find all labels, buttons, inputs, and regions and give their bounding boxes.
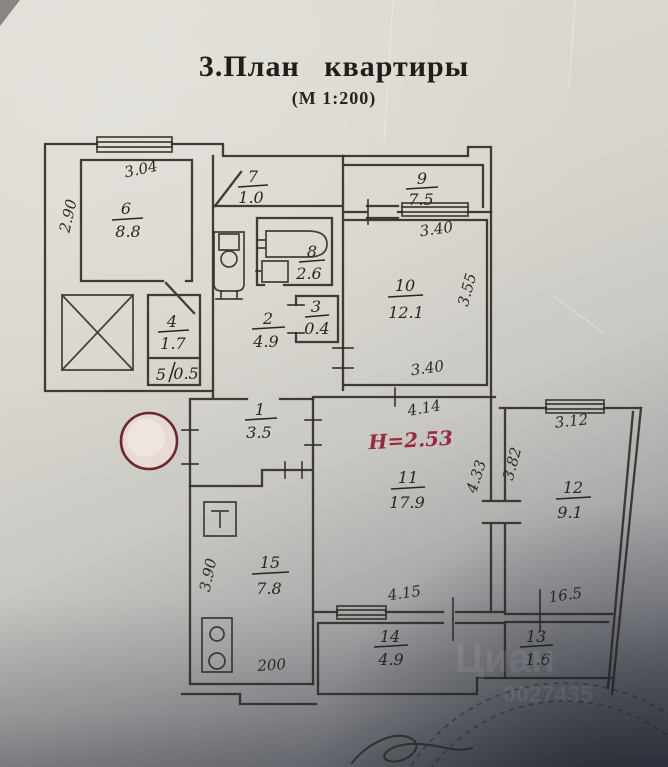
room-number: 3 [311, 297, 321, 316]
room-label-10: 10 12.1 [387, 276, 424, 322]
room-area: 4.9 [377, 650, 403, 669]
room-area: 7.5 [408, 190, 433, 209]
room-label-11: 11 17.9 [389, 468, 426, 512]
room-label-1: 1 3.5 [244, 400, 278, 442]
dim-room10-right: 3.55 [454, 271, 480, 308]
room-area: 7.8 [256, 579, 281, 598]
dim-room13-top: 16.5 [548, 584, 584, 606]
room-number: 1 [255, 400, 265, 419]
room-number: 11 [398, 468, 418, 487]
room-area: 4.9 [252, 332, 278, 351]
toilet-fixture [213, 231, 245, 300]
stove-fixture [201, 617, 233, 673]
room-number: 12 [563, 478, 583, 497]
window-room6 [96, 136, 173, 153]
room-number: 13 [526, 627, 546, 646]
room-area: 8.8 [115, 222, 140, 241]
room-number: 4 [166, 312, 177, 331]
outer-walls-path [43, 142, 643, 706]
dim-room14-top: 4.15 [386, 582, 423, 605]
kitchen-sink-fixture [203, 501, 237, 537]
page-title: 3.План квартиры [198, 50, 470, 83]
room-number: 9 [417, 169, 427, 188]
room-number: 10 [395, 276, 415, 295]
room-area: 1.6 [525, 650, 550, 669]
signature [350, 734, 474, 765]
room-area: 1.0 [238, 188, 263, 207]
dim-room11-right: 4.33 [462, 458, 490, 496]
room-area: 12.1 [388, 303, 424, 322]
room-area: 3.5 [246, 423, 271, 442]
dim-room12-left: 3.82 [499, 445, 525, 482]
room-number: 5 [156, 365, 166, 384]
room-label-12: 12 9.1 [555, 478, 592, 522]
shaft-crossed-square [60, 293, 135, 372]
room-number: 6 [121, 199, 131, 218]
round-stamp [409, 682, 668, 767]
dim-room15-left: 3.90 [196, 556, 221, 593]
room-label-6: 6 8.8 [111, 199, 144, 241]
room-label-9: 9 7.5 [405, 169, 439, 209]
room-label-8: 8 2.6 [295, 242, 326, 283]
watermark-brand: Циан [455, 637, 555, 681]
hole-sticker [119, 411, 179, 471]
room-label-13: 13 1.6 [519, 627, 554, 669]
watermark: Циан 0027435 [455, 637, 593, 707]
window-corridor [401, 202, 469, 217]
watermark-number: 0027435 [503, 681, 593, 707]
bathtub-fixture [257, 230, 328, 258]
room-label-7: 7 1.0 [237, 167, 269, 207]
room-label-5: 5 0.5 [156, 361, 199, 384]
room-number: 7 [248, 167, 259, 186]
room-number: 15 [260, 553, 280, 572]
paper-corner-shadow [0, 0, 20, 26]
room-number: 2 [262, 309, 273, 328]
dim-room12-top: 3.12 [554, 410, 589, 431]
dim-room10-top: 3.40 [419, 218, 455, 241]
window-room12 [545, 399, 605, 414]
room-label-4: 4 1.7 [157, 312, 190, 353]
room-label-15: 15 7.8 [251, 553, 290, 598]
bath-sink-fixture [255, 260, 289, 283]
dim-room6-left: 2.90 [55, 197, 80, 235]
room-area: 17.9 [389, 493, 425, 512]
dim-room15-bottom: 200 [256, 655, 287, 675]
room-label-14: 14 4.9 [373, 627, 409, 669]
room-label-3: 3 0.4 [304, 297, 329, 338]
paper-creases [383, 0, 605, 334]
room-label-2: 2 4.9 [251, 309, 286, 351]
room-number: 14 [380, 627, 400, 646]
dim-room11-top: 4.14 [405, 396, 442, 420]
height-note: Н=2.53 [367, 426, 454, 454]
partition-walls-path [79, 154, 643, 686]
room-area: 9.1 [557, 503, 582, 522]
window-room11-balcony [336, 605, 387, 620]
scale-note: (М 1:200) [291, 88, 377, 108]
door-section-ticks [181, 199, 541, 641]
room-area: 1.7 [160, 334, 186, 353]
room-area: 0.5 [173, 364, 198, 383]
dim-room10-bottom: 3.40 [410, 357, 446, 380]
room-area: 2.6 [295, 264, 321, 283]
room-number: 8 [307, 242, 317, 261]
room-area: 0.4 [304, 319, 329, 338]
